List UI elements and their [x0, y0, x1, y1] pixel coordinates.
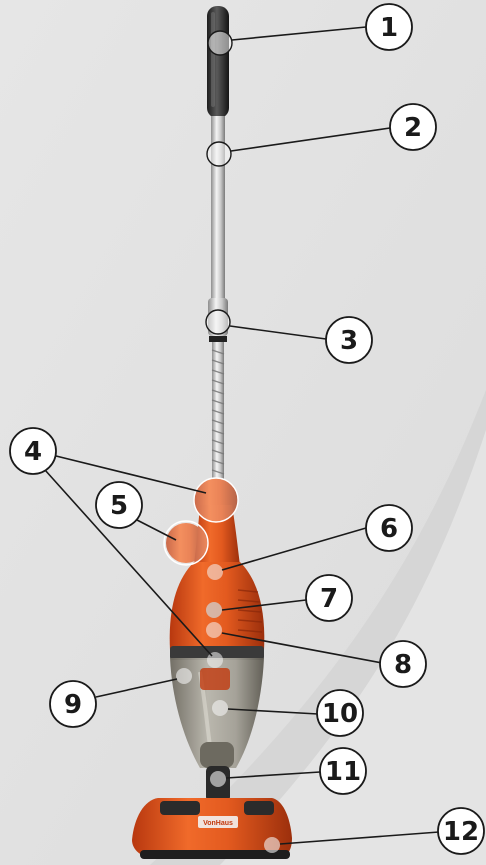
callout-9: 9	[50, 681, 96, 727]
callout-2: 2	[390, 104, 436, 150]
marker-1	[208, 31, 232, 55]
callout-11: 11	[320, 748, 366, 794]
callout-3-number: 3	[340, 326, 358, 356]
callout-12: 12	[438, 808, 484, 854]
marker-4b	[207, 652, 223, 668]
callout-4: 4	[10, 428, 56, 474]
marker-8	[206, 622, 222, 638]
callout-5: 5	[96, 482, 142, 528]
callout-10: 10	[317, 690, 363, 736]
callout-12-number: 12	[443, 817, 479, 847]
marker-2	[207, 142, 231, 166]
callout-6: 6	[366, 505, 412, 551]
callout-5-number: 5	[110, 491, 128, 521]
marker-4a	[194, 478, 238, 522]
callout-4-number: 4	[24, 437, 42, 467]
callout-3: 3	[326, 317, 372, 363]
handle-grip	[207, 6, 229, 118]
callout-1: 1	[366, 4, 412, 50]
callout-7: 7	[306, 575, 352, 621]
callout-10-number: 10	[322, 699, 358, 729]
callout-7-number: 7	[320, 584, 338, 614]
brand-text: VonHaus	[203, 820, 233, 827]
marker-7	[206, 602, 222, 618]
spiral-tube	[212, 342, 224, 492]
callout-8: 8	[380, 641, 426, 687]
callout-9-number: 9	[64, 690, 82, 720]
callout-11-number: 11	[325, 757, 361, 787]
bin-base	[200, 742, 234, 768]
marker-12	[264, 837, 280, 853]
callout-1-number: 1	[380, 13, 398, 43]
callout-2-number: 2	[404, 113, 422, 143]
callout-8-number: 8	[394, 650, 412, 680]
callout-6-number: 6	[380, 514, 398, 544]
marker-3	[206, 310, 230, 334]
marker-6	[207, 564, 223, 580]
marker-10	[212, 700, 228, 716]
marker-11	[210, 771, 226, 787]
marker-5	[164, 521, 208, 565]
marker-9	[176, 668, 192, 684]
